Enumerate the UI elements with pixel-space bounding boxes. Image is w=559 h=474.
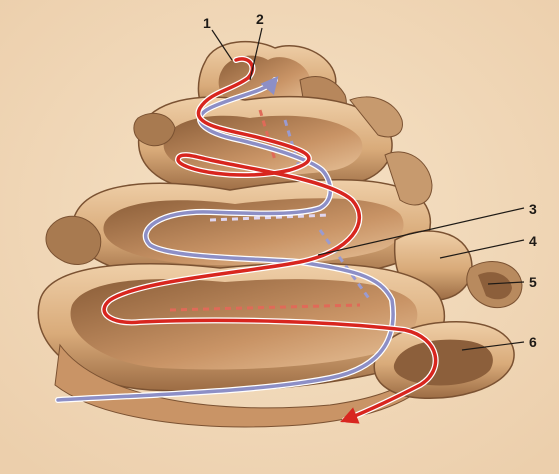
label-5: 5 [529, 274, 537, 290]
label-2: 2 [256, 11, 264, 27]
label-6: 6 [529, 334, 537, 350]
label-3: 3 [529, 201, 537, 217]
label-4: 4 [529, 233, 537, 249]
label-1: 1 [203, 15, 211, 31]
